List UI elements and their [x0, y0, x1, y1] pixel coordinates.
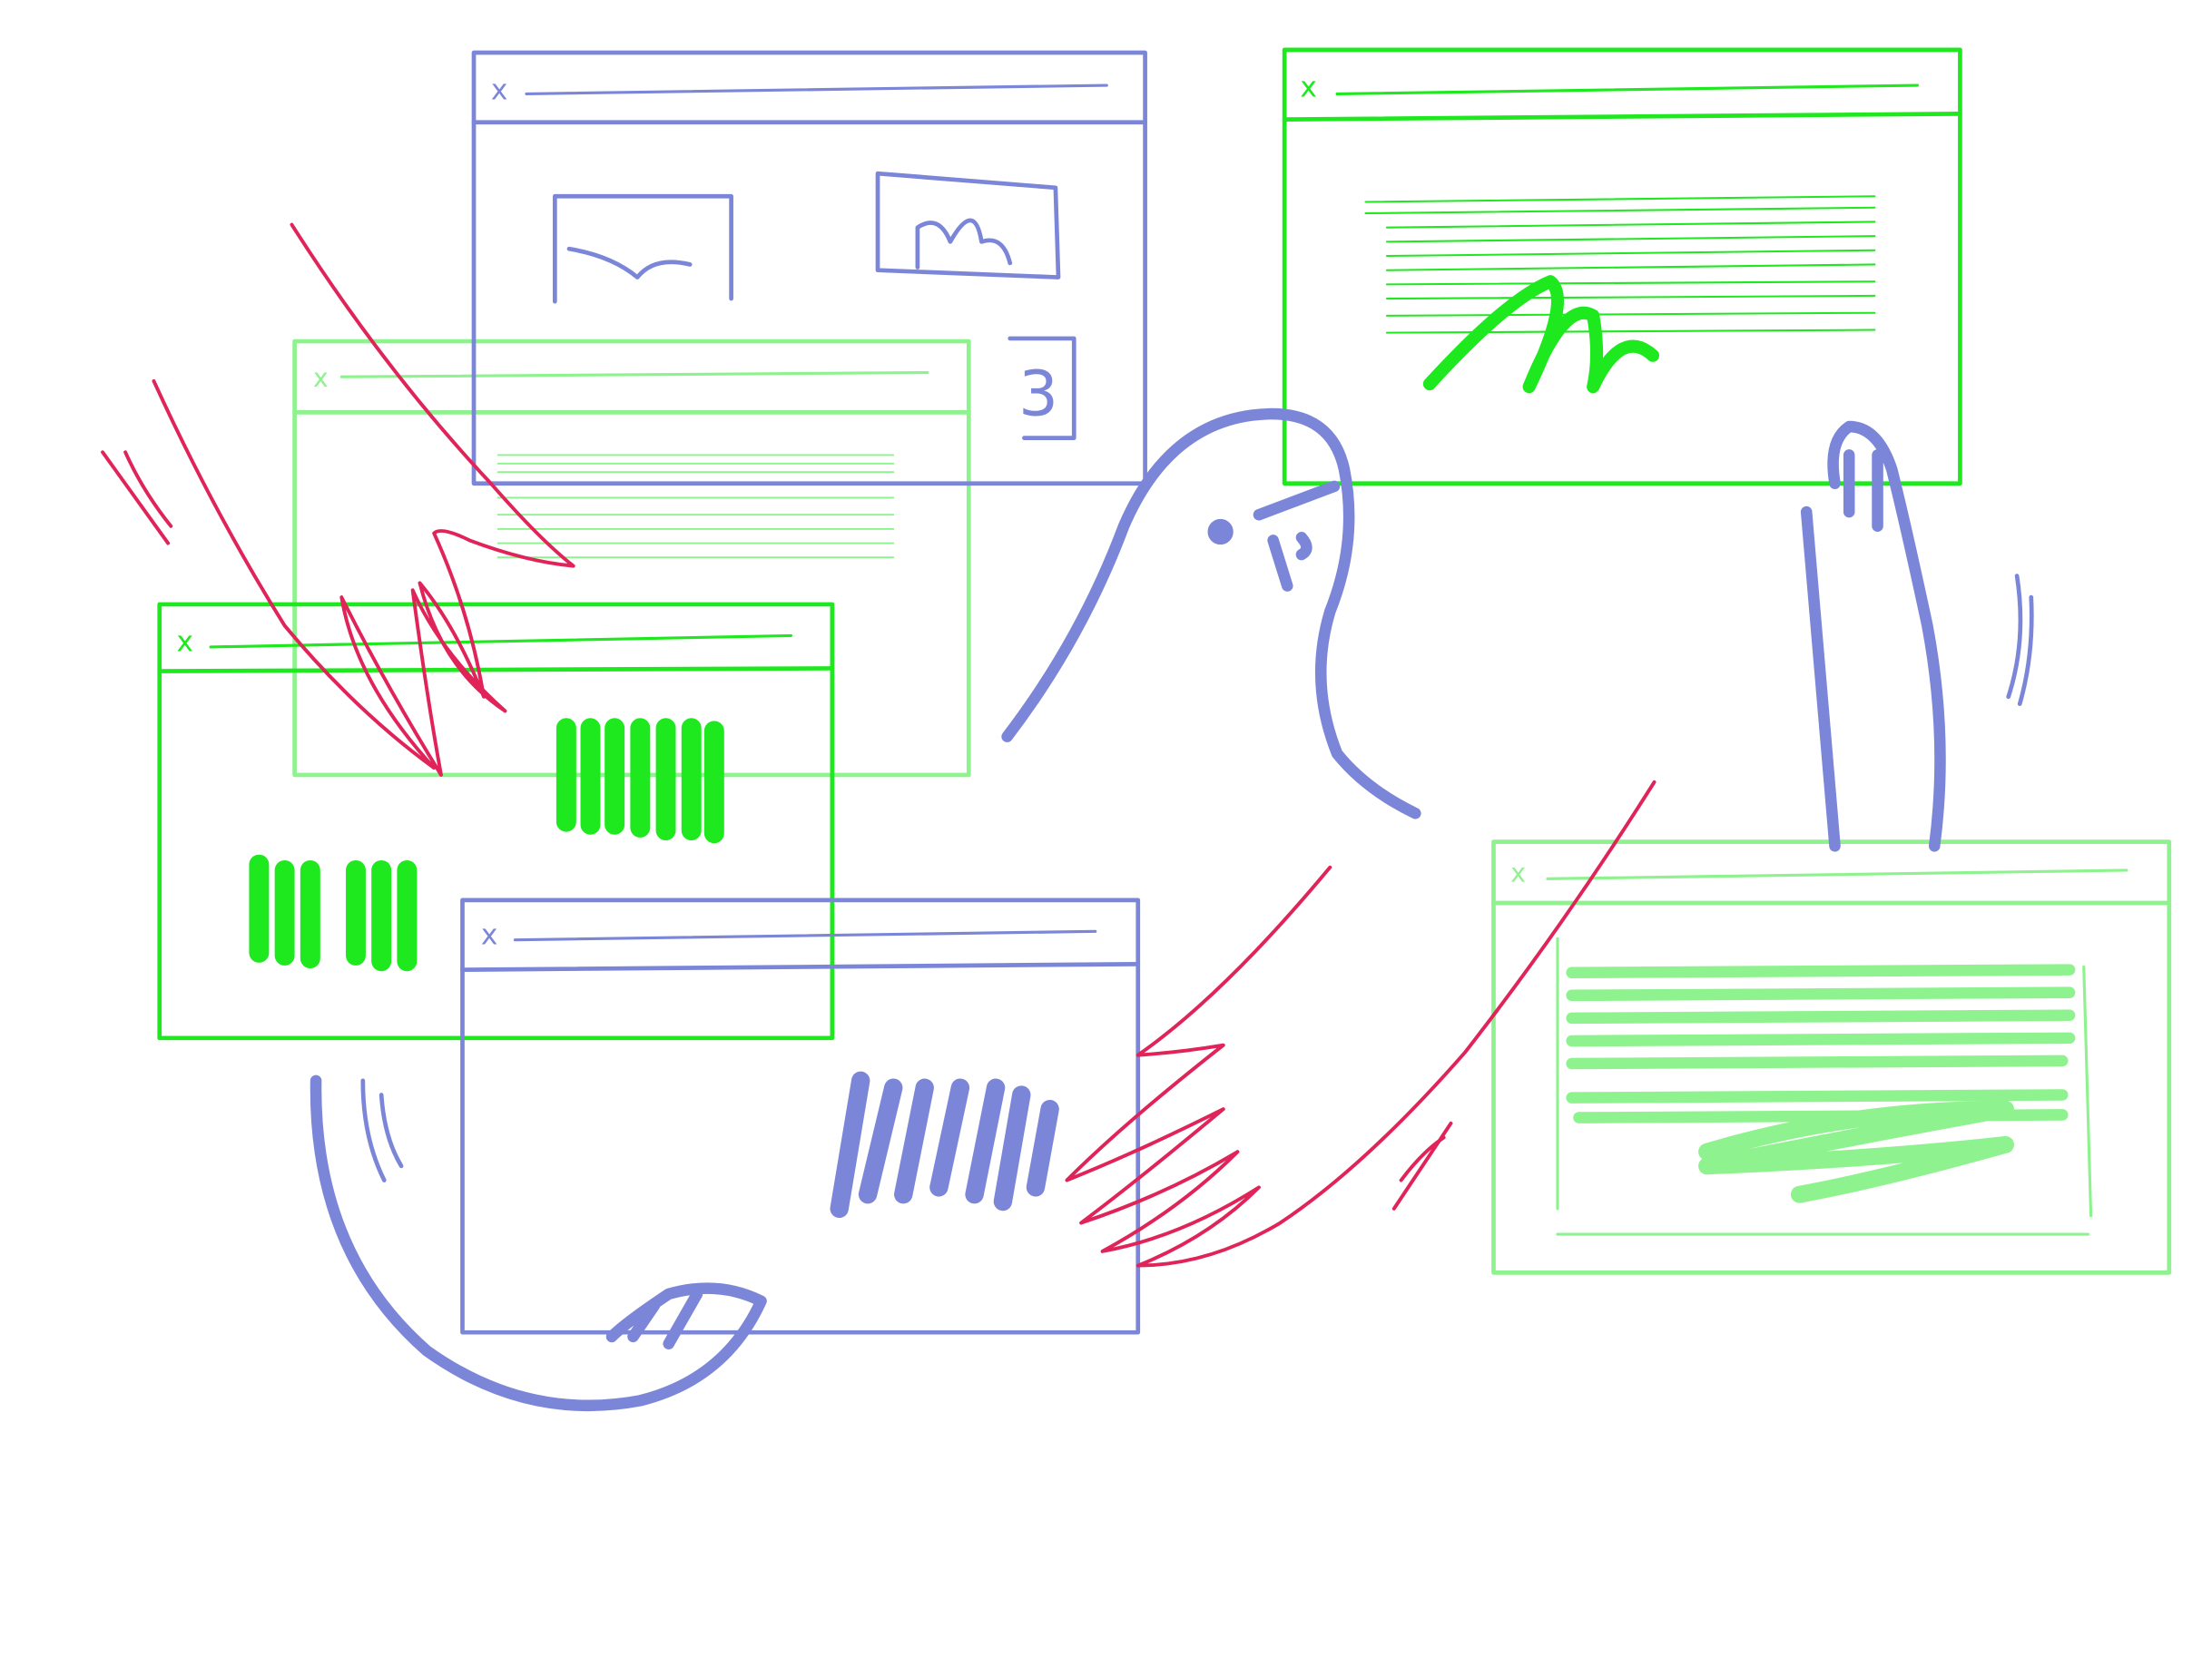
figure-character [310, 407, 2034, 1412]
window-green-left [157, 602, 835, 1041]
figure-arm-left [310, 1074, 767, 1412]
signature-scribble [1698, 1100, 2014, 1203]
figure-body [1001, 407, 1421, 819]
scribble-block [249, 854, 418, 972]
page-number: 3 [1018, 358, 1058, 431]
signature-scribble [1422, 275, 1660, 394]
red-hand-top-left [101, 222, 575, 777]
scribble-block [830, 1071, 1059, 1219]
page-number-frame [1008, 336, 1077, 440]
close-icon: x [177, 626, 194, 659]
text-lines-scribble [1566, 964, 2076, 1123]
window-green-topright [1282, 47, 1962, 486]
window-lightgreen-left [292, 338, 971, 778]
text-lines-scribble [496, 454, 895, 559]
close-icon: x [1510, 858, 1526, 888]
window-blue-bottom [460, 898, 1141, 1335]
close-icon: x [1300, 72, 1317, 104]
red-hand-bottom-right [1065, 780, 1657, 1268]
close-icon: x [491, 74, 508, 107]
window-lightgreen-right [1491, 839, 2172, 1275]
figure-face [1253, 480, 1341, 592]
image-thumbnail-2 [875, 171, 1061, 280]
scribble-block [555, 718, 724, 844]
figure-arm-right [1800, 420, 1946, 852]
close-icon: x [313, 363, 329, 393]
text-lines-scribble [1364, 195, 1876, 334]
close-icon: x [481, 918, 498, 951]
figure-eye [1207, 518, 1234, 545]
image-thumbnail-1 [552, 193, 733, 304]
window-blue-top [471, 50, 1147, 486]
